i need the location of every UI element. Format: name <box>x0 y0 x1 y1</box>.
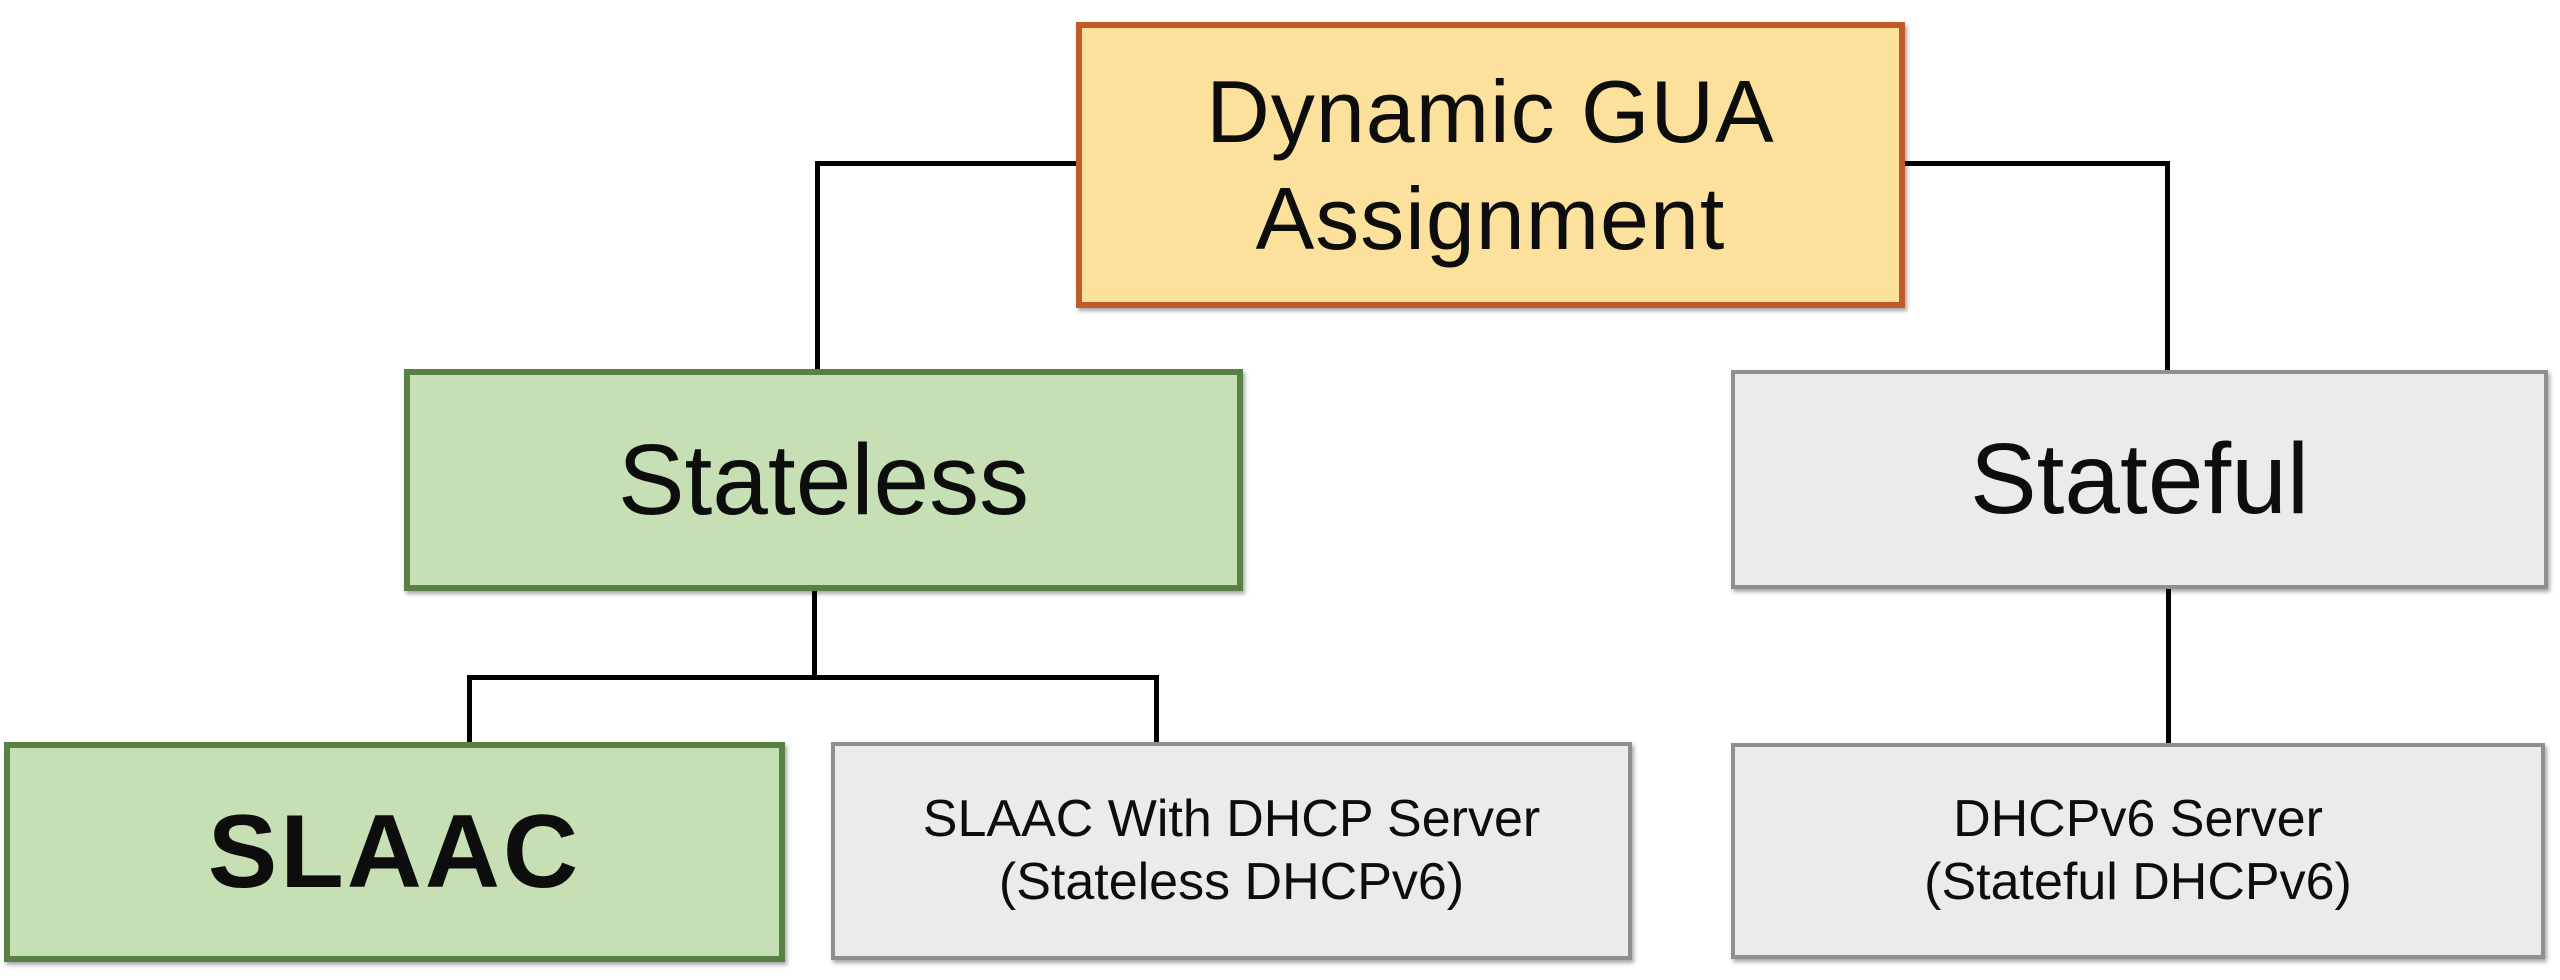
tree-node-slaac-with-dhcp-server: SLAAC With DHCP Server (Stateless DHCPv6… <box>831 742 1632 960</box>
node-label-dynamic-gua-assignment: Dynamic GUA Assignment <box>1206 58 1774 273</box>
connector-root-to-stateless-horizontal <box>815 161 1076 166</box>
node-label-line1: Dynamic GUA <box>1206 61 1775 161</box>
connector-stateless-children-bar <box>467 675 1159 680</box>
connector-stateful-to-dhcpv6-vertical <box>2166 589 2171 743</box>
node-label-slaac: SLAAC <box>207 793 582 910</box>
node-label-line2: (Stateless DHCPv6) <box>998 853 1465 911</box>
node-label-line2: Assignment <box>1255 169 1726 268</box>
tree-node-dhcpv6-server: DHCPv6 Server (Stateful DHCPv6) <box>1731 743 2545 959</box>
connector-root-to-stateless-vertical <box>815 161 820 369</box>
node-label-stateful: Stateful <box>1969 423 2310 535</box>
connector-to-slaac-with-dhcp-vertical <box>1154 675 1159 742</box>
node-label-line1: SLAAC With DHCP Server <box>922 789 1541 848</box>
connector-to-slaac-vertical <box>467 675 472 742</box>
node-label-stateless: Stateless <box>617 423 1030 536</box>
tree-node-stateless: Stateless <box>404 369 1243 591</box>
connector-root-to-stateful-vertical <box>2165 161 2170 370</box>
node-label-slaac-with-dhcp-server: SLAAC With DHCP Server (Stateless DHCPv6… <box>923 788 1540 915</box>
connector-stateless-down-vertical <box>812 591 817 677</box>
node-label-line2: (Stateful DHCPv6) <box>1924 853 2352 911</box>
node-label-line1: DHCPv6 Server <box>1953 789 2323 848</box>
tree-node-slaac: SLAAC <box>4 742 785 962</box>
node-label-dhcpv6-server: DHCPv6 Server (Stateful DHCPv6) <box>1924 788 2352 915</box>
connector-root-to-stateful-horizontal <box>1905 161 2170 166</box>
tree-node-stateful: Stateful <box>1731 370 2548 589</box>
tree-node-dynamic-gua-assignment: Dynamic GUA Assignment <box>1076 22 1905 308</box>
